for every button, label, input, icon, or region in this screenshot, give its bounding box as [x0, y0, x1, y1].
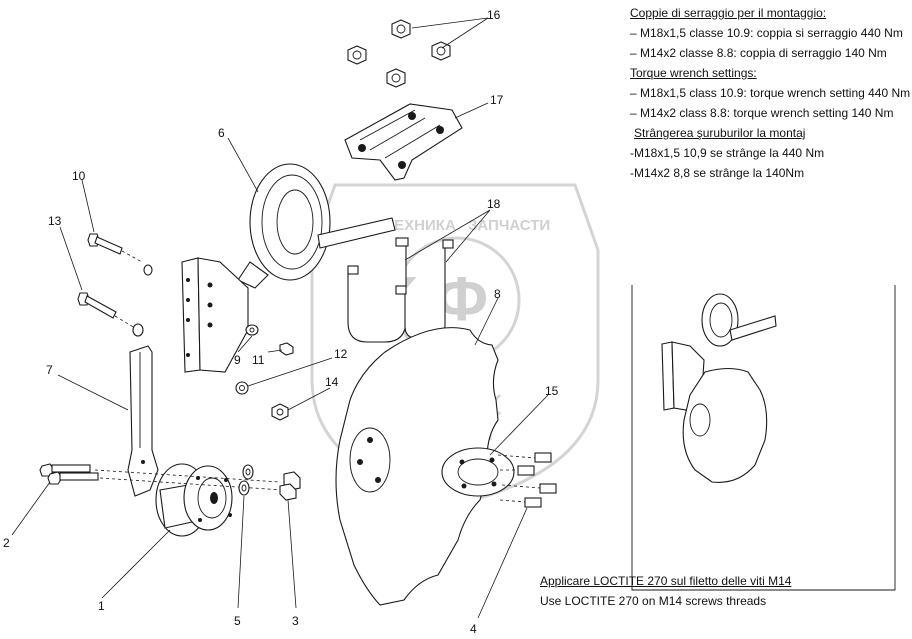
callout-14: 14: [325, 375, 339, 389]
arm-part-7: [127, 345, 159, 497]
torque-heading-italian: Coppie di serraggio per il montaggio:: [630, 6, 827, 20]
watermark-line1: ТЕХНИКА: [385, 217, 456, 234]
callout-6: 6: [218, 126, 225, 140]
torque-item-romanian-2: -M14x2 8,8 se strânge la 140Nm: [630, 166, 805, 180]
torque-notes: Coppie di serraggio per il montaggio: – …: [630, 3, 910, 183]
nuts-part-16: [347, 19, 451, 88]
torque-heading-english: Torque wrench settings:: [630, 66, 757, 80]
torque-item-italian-1: – M18x1,5 classe 10.9: coppia si serragg…: [630, 26, 903, 40]
hub-bearing-part-1: [155, 463, 233, 537]
callout-3: 3: [292, 614, 299, 628]
flange-part-15: [441, 447, 557, 508]
torque-heading-romanian: Strângerea şuruburilor la montaj: [634, 126, 806, 140]
watermark-line2: ЗАПЧАСТИ: [468, 217, 550, 234]
torque-item-english-1: – M18x1,5 class 10.9: torque wrench sett…: [630, 86, 911, 100]
callout-16: 16: [487, 8, 501, 22]
callout-8: 8: [494, 287, 501, 301]
loctite-note-english: Use LOCTITE 270 on M14 screws threads: [540, 594, 767, 608]
callout-17: 17: [490, 93, 504, 107]
callout-10: 10: [72, 169, 86, 183]
torque-item-romanian-1: -M18x1,5 10,9 se strânge la 440 Nm: [630, 146, 825, 160]
leader-lines: [11, 17, 549, 619]
loctite-notes: Applicare LOCTITE 270 sul filetto delle …: [540, 571, 791, 611]
callout-9: 9: [234, 353, 241, 367]
bolts-part-2: [39, 463, 99, 485]
u-bolt-part-18: [347, 237, 454, 343]
callout-5: 5: [234, 614, 241, 628]
bolts-part-10-13: [77, 233, 153, 337]
callouts: 1 2 3 4 5 6 7 8 9 10 11 12 13 14 15 16 1…: [3, 8, 559, 636]
callout-11: 11: [252, 353, 265, 367]
bracket-plates: [181, 257, 249, 373]
callout-4: 4: [470, 622, 477, 636]
washer-nut-5-3: [94, 464, 301, 501]
assembled-view-inset: [631, 285, 896, 591]
callout-2: 2: [3, 536, 10, 550]
torque-item-english-2: – M14x2 class 8.8: torque wrench setting…: [630, 106, 894, 120]
torque-item-italian-2: – M14x2 classe 8.8: coppia di serraggio …: [630, 46, 887, 60]
callout-12: 12: [334, 347, 348, 361]
disc-part-8: [335, 327, 499, 606]
callout-13: 13: [48, 214, 62, 228]
spring-part-6: [237, 163, 396, 289]
callout-7: 7: [46, 363, 53, 377]
washers-nuts-9-11-12-14: [235, 324, 294, 421]
callout-18: 18: [487, 197, 501, 211]
callout-15: 15: [545, 384, 559, 398]
clamp-part-17: [344, 103, 463, 181]
loctite-note-italian: Applicare LOCTITE 270 sul filetto delle …: [540, 574, 792, 588]
callout-1: 1: [98, 599, 105, 613]
